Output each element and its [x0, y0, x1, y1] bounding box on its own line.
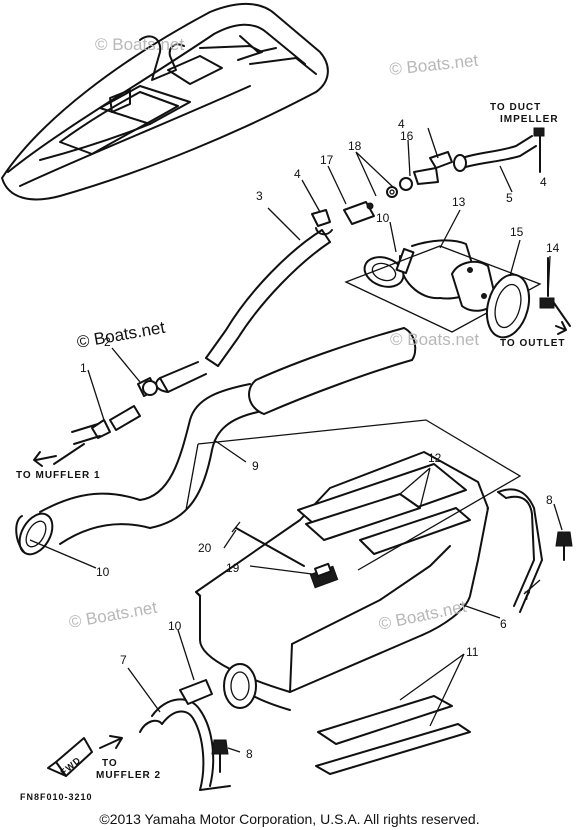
copyright-notice: ©2013 Yamaha Motor Corporation, U.S.A. A… [99, 811, 480, 827]
callout-15: 15 [510, 225, 524, 239]
callout-4: 4 [540, 175, 547, 189]
callout-2: 2 [104, 335, 111, 349]
callout-20: 20 [198, 541, 212, 555]
callout-8: 8 [546, 493, 553, 507]
callout-3: 3 [256, 189, 263, 203]
impeller-label: IMPELLER [500, 114, 559, 125]
callout-10: 10 [376, 211, 390, 225]
watermark-dark: © Boats.net [75, 318, 166, 352]
watermark: © Boats.net [390, 330, 479, 349]
callout-18: 18 [348, 139, 362, 153]
callout-numbers: 1 2 3 4 4 4 5 6 7 7 8 8 9 10 10 10 11 12… [80, 117, 560, 761]
part-15-gasket [485, 273, 531, 339]
leader-lines [29, 127, 563, 753]
muffler-2-label: MUFFLER 2 [96, 770, 161, 781]
callout-7: 7 [120, 653, 127, 667]
part-9-exhaust-hose [15, 327, 417, 556]
callout-19: 19 [226, 561, 240, 575]
part-14-bolt [539, 257, 571, 327]
flow-arrows [33, 321, 567, 749]
to-muffler-1-label: TO MUFFLER 1 [16, 470, 101, 481]
callout-5: 5 [506, 191, 513, 205]
direction-labels: TO DUCT IMPELLER TO OUTLET TO MUFFLER 1 … [16, 102, 565, 802]
callout-12: 12 [428, 451, 442, 465]
callout-6: 6 [500, 617, 507, 631]
to-outlet-label: TO OUTLET [500, 338, 565, 349]
callout-16: 16 [400, 129, 414, 143]
callout-1: 1 [80, 361, 87, 375]
callout-9: 9 [252, 459, 259, 473]
watermark: © Boats.net [67, 598, 158, 632]
part-13-elbow [344, 239, 542, 333]
parts-1-2-pipe [53, 377, 158, 465]
callout-10: 10 [96, 565, 110, 579]
callout-10: 10 [168, 619, 182, 633]
part-7-strap-right [497, 488, 543, 613]
callout-17: 17 [320, 153, 334, 167]
callout-11: 11 [466, 645, 479, 659]
part-8-bolts [211, 531, 573, 773]
watermark: © Boats.net [388, 51, 479, 79]
fittings-16-17-18 [311, 151, 453, 236]
to-duct-label: TO DUCT [490, 102, 541, 113]
part-11-pads [315, 695, 471, 775]
callout-4: 4 [294, 167, 301, 181]
part-3-exhaust-hose [155, 229, 331, 393]
callout-14: 14 [546, 241, 560, 255]
fwd-arrow-icon [47, 737, 93, 777]
to-label: TO [102, 758, 118, 769]
diagram-code: FN8F010-3210 [20, 792, 93, 802]
watermark: © Boats.net [95, 35, 184, 54]
callout-8: 8 [246, 747, 253, 761]
callout-4: 4 [398, 117, 405, 131]
callout-13: 13 [452, 195, 466, 209]
callout-7: 7 [524, 589, 531, 603]
part-7-strap-left [139, 679, 231, 791]
part-5-hose [453, 127, 545, 173]
watercraft-illustration [1, 2, 329, 201]
